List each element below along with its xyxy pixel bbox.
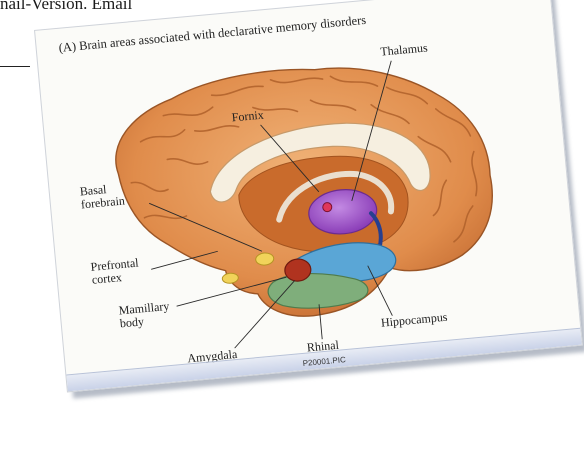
- label-basal-forebrain: Basal forebrain: [79, 182, 125, 212]
- label-mamillary-body: Mamillary body: [118, 300, 171, 330]
- thalamus-highlight: [322, 202, 332, 212]
- label-prefrontal-cortex: Prefrontal cortex: [90, 257, 140, 287]
- slide-figure: (A) Brain areas associated with declarat…: [34, 0, 583, 393]
- background-document-text: nail-Version. Email: [0, 0, 132, 14]
- background-document-rule: [0, 66, 30, 67]
